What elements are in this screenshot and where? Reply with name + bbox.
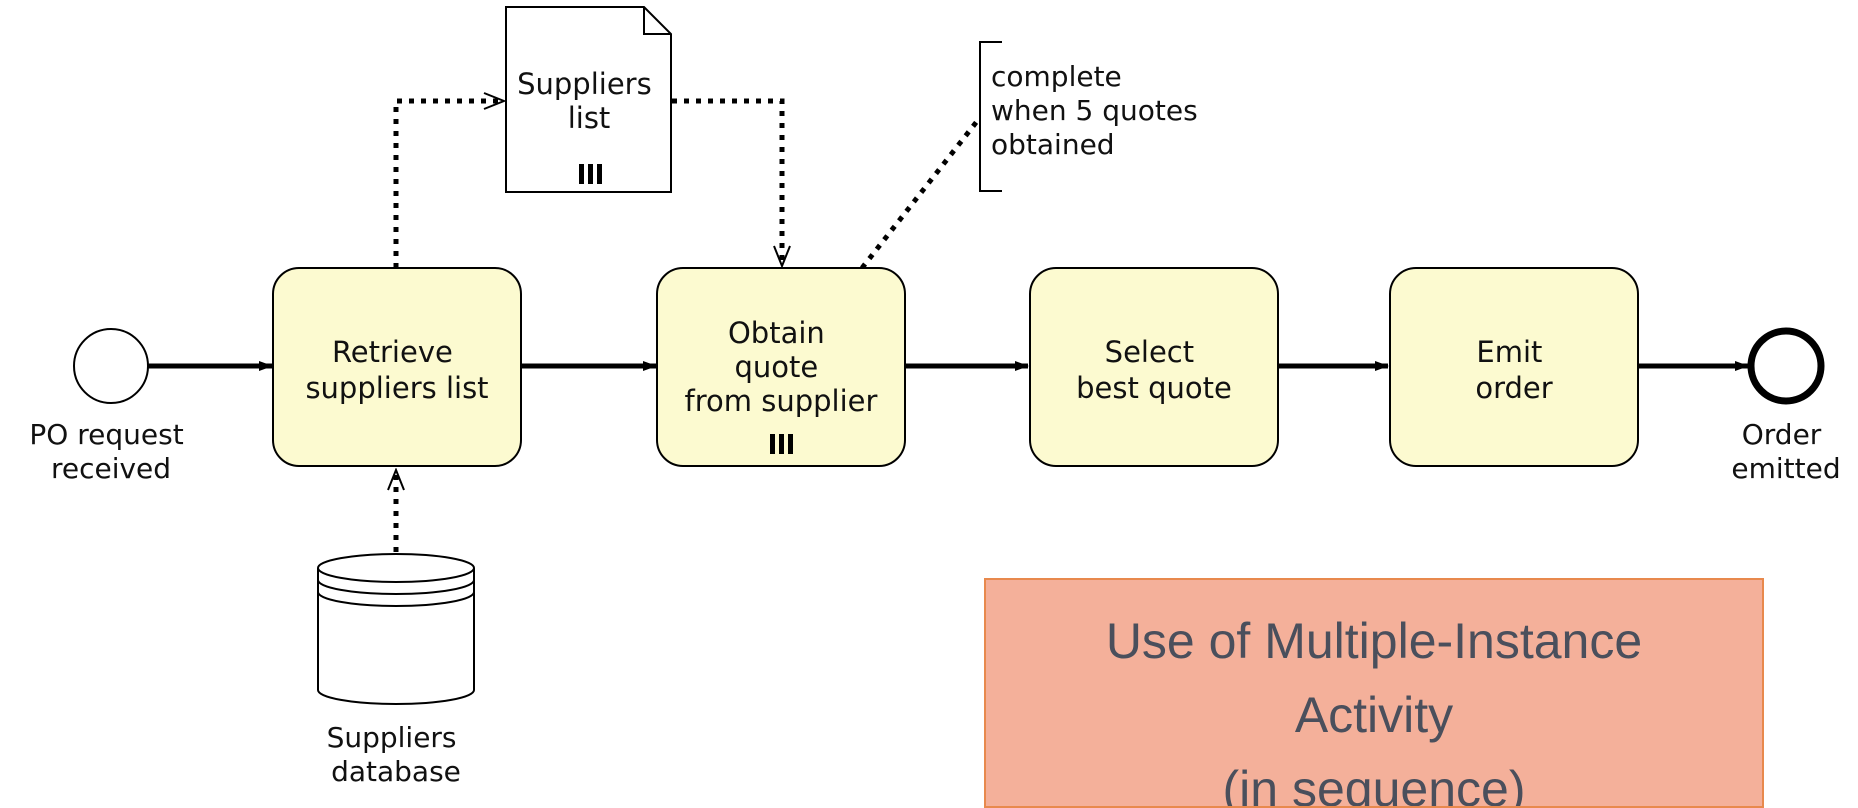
- callout-line-1: Use of Multiple-Instance: [1105, 613, 1643, 669]
- data-association-retrieve-to-list: [393, 101, 504, 268]
- callout-line-2: Activity: [1294, 687, 1454, 743]
- task-select-best-quote: Select best quote: [1029, 267, 1279, 467]
- task-select-label: Select best quote: [1076, 335, 1232, 405]
- task-emit-order: Emit order: [1389, 267, 1639, 467]
- task-obtain-quote: Obtain quote from supplier: [656, 267, 906, 467]
- task-retrieve-suppliers-list: Retrieve suppliers list: [272, 267, 522, 467]
- data-object-suppliers-list: Suppliers list: [505, 6, 672, 193]
- multi-instance-sequential-marker: [770, 434, 793, 454]
- annotation-label: complete when 5 quotes obtained: [991, 60, 1207, 161]
- task-emit-label: Emit order: [1475, 335, 1552, 405]
- data-store-suppliers-database: [317, 553, 475, 705]
- bpmn-diagram: PO request received Order emitted Retrie…: [29, 6, 1841, 786]
- start-event: [73, 328, 149, 404]
- end-event-label: Order emitted: [1731, 418, 1840, 485]
- collection-marker: [579, 164, 602, 184]
- callout-line-3: (in sequence): [1222, 761, 1526, 808]
- start-event-label: PO request received: [29, 418, 192, 485]
- data-object-label: Suppliers list: [517, 67, 661, 135]
- text-annotation: complete when 5 quotes obtained: [979, 41, 1207, 192]
- callout-box: Use of Multiple-Instance Activity (in se…: [984, 578, 1764, 808]
- data-association-list-to-obtain: [672, 98, 782, 266]
- annotation-association: [860, 118, 980, 270]
- task-retrieve-label: Retrieve suppliers list: [305, 335, 488, 405]
- end-event: [1747, 327, 1825, 405]
- task-obtain-label: Obtain quote from supplier: [685, 316, 878, 418]
- data-store-label: Suppliers database: [327, 721, 466, 786]
